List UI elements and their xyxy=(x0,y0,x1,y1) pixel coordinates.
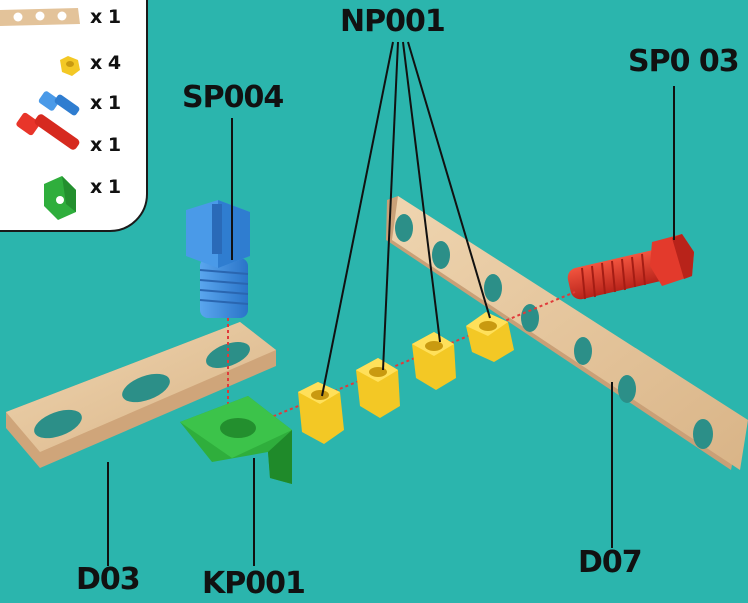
label-np001: NP001 xyxy=(340,4,446,39)
label-sp004: SP004 xyxy=(182,80,284,115)
wood-strip-icon xyxy=(0,8,80,26)
label-sp003: SP0 03 xyxy=(628,44,740,79)
alignment-guide-lines xyxy=(227,291,576,431)
red-screw-icon xyxy=(16,112,80,150)
parts-list-icons xyxy=(0,8,80,220)
qty-blue-screw: x 1 xyxy=(90,92,121,114)
wood-strip-d07 xyxy=(386,196,748,470)
qty-yellow-nut: x 4 xyxy=(90,52,121,74)
green-bracket-kp001 xyxy=(180,396,292,484)
yellow-nut-2 xyxy=(356,358,400,418)
blue-screw-sp004 xyxy=(186,200,250,318)
green-bracket-icon xyxy=(44,176,76,220)
qty-green-bracket: x 1 xyxy=(90,176,121,198)
red-screw-sp003 xyxy=(567,234,694,300)
leader-lines xyxy=(107,41,675,566)
qty-red-screw: x 1 xyxy=(90,134,121,156)
yellow-nut-icon xyxy=(60,56,80,76)
qty-wood-strip: x 1 xyxy=(90,6,121,28)
yellow-nuts-np001 xyxy=(298,312,514,444)
label-d03: D03 xyxy=(76,562,141,597)
yellow-nut-1 xyxy=(298,382,344,444)
label-kp001: KP001 xyxy=(202,566,306,601)
blue-screw-icon xyxy=(38,91,80,116)
label-d07: D07 xyxy=(578,545,643,580)
yellow-nut-4 xyxy=(466,312,514,362)
yellow-nut-3 xyxy=(412,332,456,390)
